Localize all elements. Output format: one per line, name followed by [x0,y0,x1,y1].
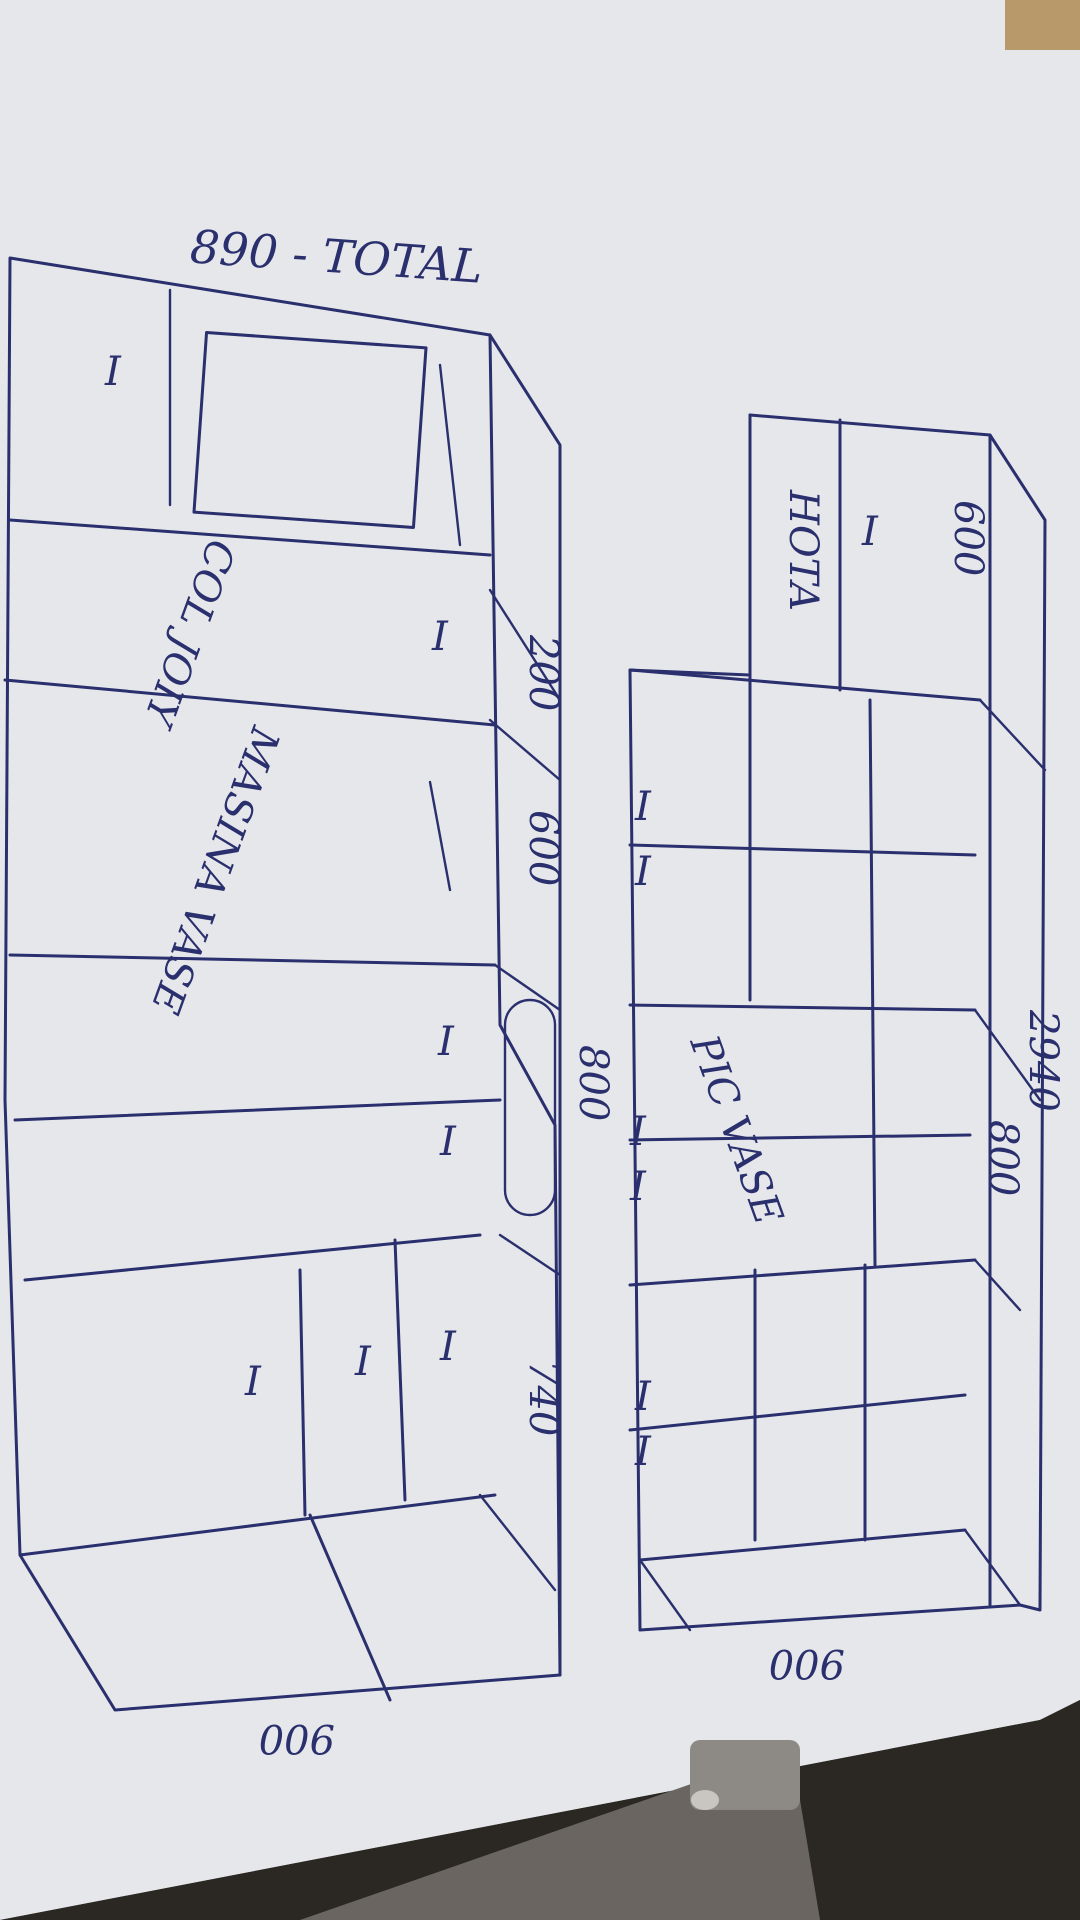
svg-text:I: I [861,509,879,555]
svg-text:I: I [634,1429,652,1475]
right-top-width: 600 [945,500,991,576]
svg-text:I: I [629,1164,647,1210]
svg-text:I: I [634,1374,652,1420]
left-top-dimensions: 200 600 800 740 [520,634,616,1436]
svg-text:200: 200 [520,634,566,711]
left-elevation-drawing [3,256,562,1712]
left-handle-marks: I I I I I I I [104,349,457,1405]
right-handle-marks: I I I I I I I [629,509,879,1475]
svg-text:I: I [354,1339,372,1385]
svg-text:I: I [439,1119,457,1165]
svg-text:I: I [431,614,449,660]
svg-text:2940: 2940 [1020,1009,1066,1112]
left-bottom-width: 900 [259,1715,335,1761]
svg-text:600: 600 [520,810,566,886]
right-mid-width: 800 [980,1120,1026,1196]
svg-text:800: 800 [570,1045,616,1121]
svg-text:I: I [629,1109,647,1155]
svg-text:600: 600 [945,500,991,576]
svg-text:900: 900 [259,1715,335,1761]
tape-piece [1005,0,1080,50]
svg-text:800: 800 [980,1120,1026,1196]
svg-text:900: 900 [769,1640,845,1686]
svg-text:I: I [437,1019,455,1065]
svg-text:I: I [439,1324,457,1370]
svg-text:740: 740 [520,1360,566,1436]
right-bottom-width: 900 [769,1640,845,1686]
svg-text:I: I [634,849,652,895]
svg-text:I: I [104,349,122,395]
svg-text:I: I [634,784,652,830]
binder-clip [300,1740,820,1920]
right-total-height: 2940 [1020,1009,1066,1112]
svg-text:HOTA: HOTA [780,489,826,611]
right-elevation-drawing [628,413,1047,1632]
svg-text:I: I [244,1359,262,1405]
